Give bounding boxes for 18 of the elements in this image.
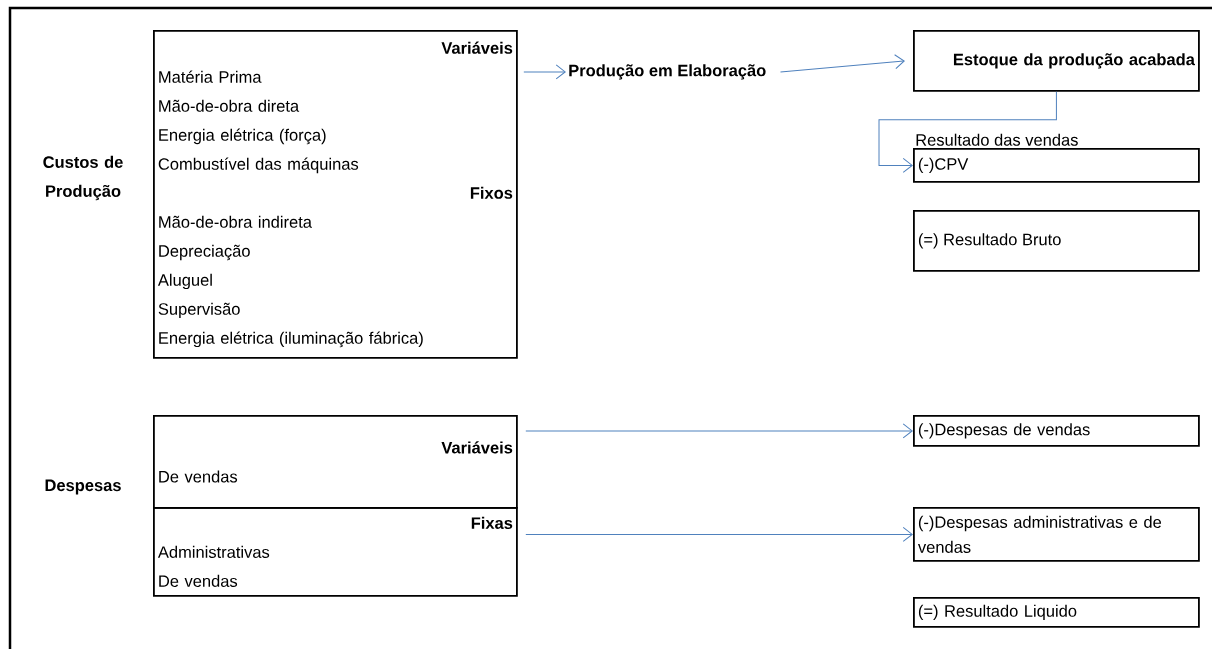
- expense-list-box: Fixas Administrativas De vendas: [153, 507, 518, 597]
- process-box: (=) Resultado Bruto: [913, 210, 1200, 272]
- process-box: (-)Despesas administrativas e de vendas: [913, 507, 1200, 562]
- process-box: Estoque da produção acabada: [913, 30, 1200, 92]
- process-box: (-)Despesas de vendas: [913, 415, 1200, 447]
- caption-text: Resultado das vendas: [916, 133, 1078, 146]
- arrow: [523, 64, 566, 80]
- cost-list-box: Variáveis Matéria Prima Mão-de-obra direta Energia elétrica (força) Combustível das máquinas Fixos Mão-de-obra indireta Depreciação Aluguel Supervisão Energia elétrica (iluminação fábrica): [153, 30, 518, 359]
- expense-list-box: Variáveis De vendas: [153, 415, 518, 509]
- process-box: (=) Resultado Liquido: [913, 597, 1200, 628]
- arrow: [779, 54, 905, 73]
- process-box: (-)CPV: [913, 148, 1200, 183]
- group-label: Custos de Produção: [43, 155, 123, 201]
- arrow: [878, 91, 1057, 173]
- stage-text: Produção em Elaboração: [569, 64, 766, 80]
- group-label: Despesas: [45, 479, 121, 495]
- arrow: [525, 526, 913, 542]
- arrow: [525, 423, 913, 439]
